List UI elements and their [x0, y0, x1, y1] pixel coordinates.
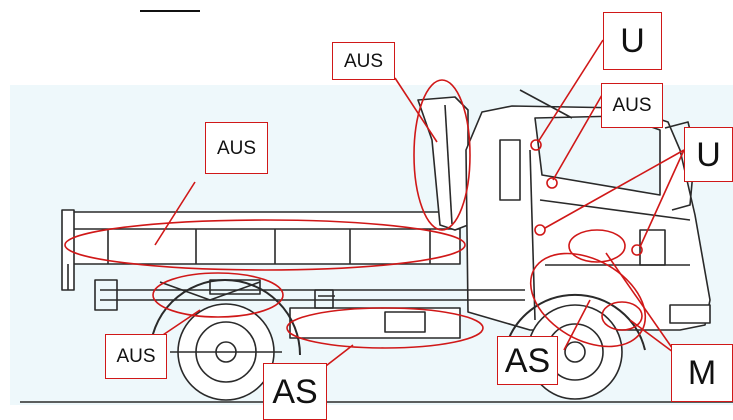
- circle-u-2: [546, 177, 558, 189]
- label-as-fuel-tank: AS: [263, 363, 327, 420]
- label-u-right: U: [684, 127, 733, 182]
- ellipse-fuel-tank: [286, 307, 484, 349]
- ellipse-bumper: [601, 301, 643, 331]
- label-aus-subframe: AUS: [105, 334, 167, 379]
- label-aus-headboard: AUS: [332, 42, 395, 80]
- ellipse-cab-side: [568, 229, 626, 263]
- cab: [465, 89, 711, 331]
- ellipse-front-fender: [529, 252, 647, 348]
- circle-u-3: [534, 224, 546, 236]
- label-aus-cab: AUS: [601, 83, 663, 128]
- ellipse-headboard: [413, 79, 471, 231]
- label-u-upper: U: [603, 12, 662, 70]
- label-as-fender: AS: [497, 336, 558, 385]
- circle-u-4: [631, 244, 643, 256]
- ellipse-subframe: [152, 272, 284, 318]
- headboard: [417, 96, 469, 231]
- ellipse-dump-bed: [64, 219, 466, 271]
- circle-u-1: [530, 139, 542, 151]
- label-aus-dump-bed: AUS: [205, 122, 268, 174]
- label-m: M: [671, 344, 733, 402]
